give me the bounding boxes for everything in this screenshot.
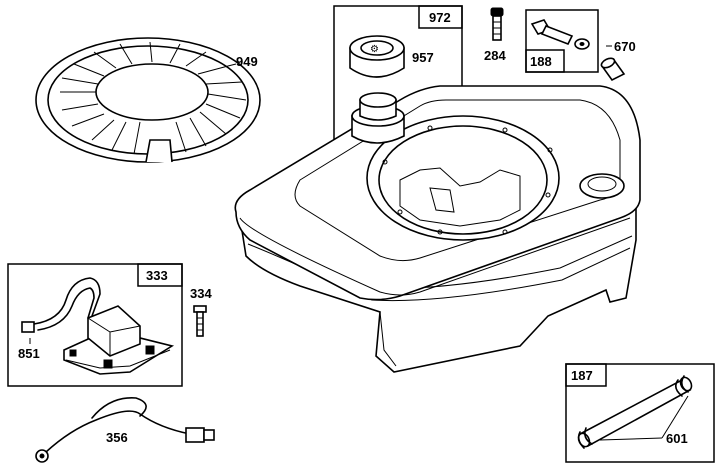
part-957-fuel-cap: ⚙ [349,35,405,78]
callout-670: 670 [614,39,636,54]
callout-334: 334 [190,286,212,301]
callout-957: 957 [412,50,434,65]
callout-187: 187 [571,368,593,383]
callout-box-187 [565,363,715,463]
callout-box-188 [525,9,599,73]
part-949-rewind-cover [35,37,261,163]
part-284-screw [490,7,504,41]
part-334-screw [193,305,207,337]
part-670-bushing [600,57,626,82]
callout-333: 333 [146,268,168,283]
fuel-tank [234,85,641,373]
callout-188: 188 [530,54,552,69]
callout-box-333 [7,263,183,387]
callout-851: 851 [18,346,40,361]
part-187-fuel-line [577,375,693,449]
callout-972: 972 [429,10,451,25]
callout-356: 356 [106,430,128,445]
svg-text:⚙: ⚙ [370,44,379,55]
part-333-ignition-armature [21,277,175,375]
part-188-bolt-washer [530,19,590,50]
callout-949: 949 [236,54,258,69]
part-356-ground-wire [35,397,215,463]
callout-284: 284 [484,48,506,63]
callout-601: 601 [666,431,688,446]
